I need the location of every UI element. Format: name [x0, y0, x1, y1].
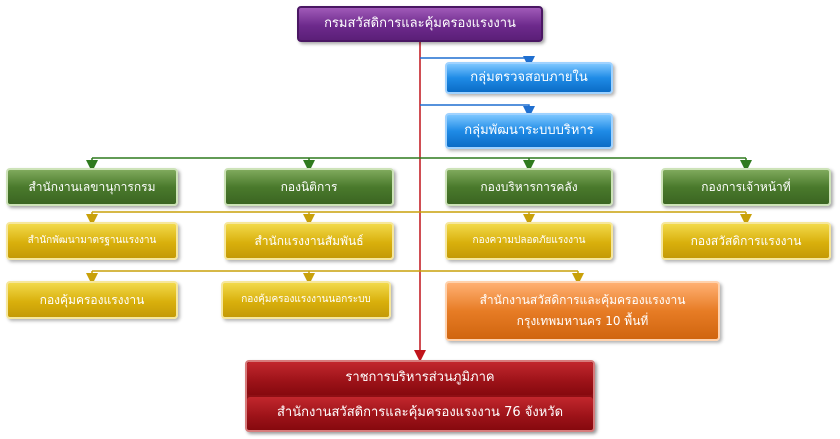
office-informal-labour-protection: กองคุ้มครองแรงงานนอกระบบ [221, 281, 391, 319]
office-bangkok-welfare-protection: สำนักงานสวัสดิการและคุ้มครองแรงงาน กรุงเ… [445, 281, 720, 341]
office-label: กองคุ้มครองแรงงาน [39, 292, 145, 307]
regional-administration-box: ราชการบริหารส่วนภูมิภาค สำนักงานสวัสดิกา… [245, 360, 595, 432]
regional-detail-row: สำนักงานสวัสดิการและคุ้มครองแรงงาน 76 จั… [247, 397, 593, 430]
office-labour-welfare: กองสวัสดิการแรงงาน [661, 222, 831, 260]
office-labour-relations: สำนักแรงงานสัมพันธ์ [224, 222, 394, 260]
staff-unit-label: กลุ่มตรวจสอบภายใน [470, 69, 588, 85]
connector-staff-1 [420, 56, 535, 68]
division-legal-affairs: กองนิติการ [224, 168, 394, 206]
bangkok-office-line2: กรุงเทพมหานคร 10 พื้นที่ [516, 314, 649, 328]
root-department-label: กรมสวัสดิการและคุ้มครองแรงงาน [324, 15, 516, 31]
office-labour-safety: กองความปลอดภัยแรงงาน [445, 222, 613, 260]
division-label: กองบริหารการคลัง [480, 179, 578, 194]
office-label: สำนักพัฒนามาตรฐานแรงงาน [27, 234, 157, 246]
division-label: กองการเจ้าหน้าที่ [701, 179, 791, 194]
division-finance: กองบริหารการคลัง [445, 168, 613, 206]
regional-provincial-offices: สำนักงานสวัสดิการและคุ้มครองแรงงาน 76 จั… [276, 405, 564, 421]
staff-unit-admin-development: กลุ่มพัฒนาระบบบริหาร [445, 113, 613, 149]
division-secretary-office: สำนักงานเลขานุการกรม [6, 168, 178, 206]
office-label: กองคุ้มครองแรงงานนอกระบบ [241, 293, 371, 305]
office-label: สำนักแรงงานสัมพันธ์ [254, 233, 364, 248]
division-personnel: กองการเจ้าหน้าที่ [661, 168, 831, 206]
division-label: กองนิติการ [280, 179, 338, 194]
office-labour-protection: กองคุ้มครองแรงงาน [6, 281, 178, 319]
division-label: สำนักงานเลขานุการกรม [28, 179, 156, 194]
office-labour-standards: สำนักพัฒนามาตรฐานแรงงาน [6, 222, 178, 260]
root-department-box: กรมสวัสดิการและคุ้มครองแรงงาน [297, 6, 543, 42]
staff-unit-internal-audit: กลุ่มตรวจสอบภายใน [445, 62, 613, 94]
connector-staff-2 [420, 104, 535, 118]
regional-header-row: ราชการบริหารส่วนภูมิภาค [247, 362, 593, 395]
office-label: กองสวัสดิการแรงงาน [690, 233, 802, 248]
bangkok-office-line1: สำนักงานสวัสดิการและคุ้มครองแรงงาน [479, 293, 686, 307]
regional-title: ราชการบริหารส่วนภูมิภาค [345, 370, 495, 386]
office-label: กองความปลอดภัยแรงงาน [472, 234, 586, 246]
staff-unit-label: กลุ่มพัฒนาระบบบริหาร [464, 122, 594, 138]
